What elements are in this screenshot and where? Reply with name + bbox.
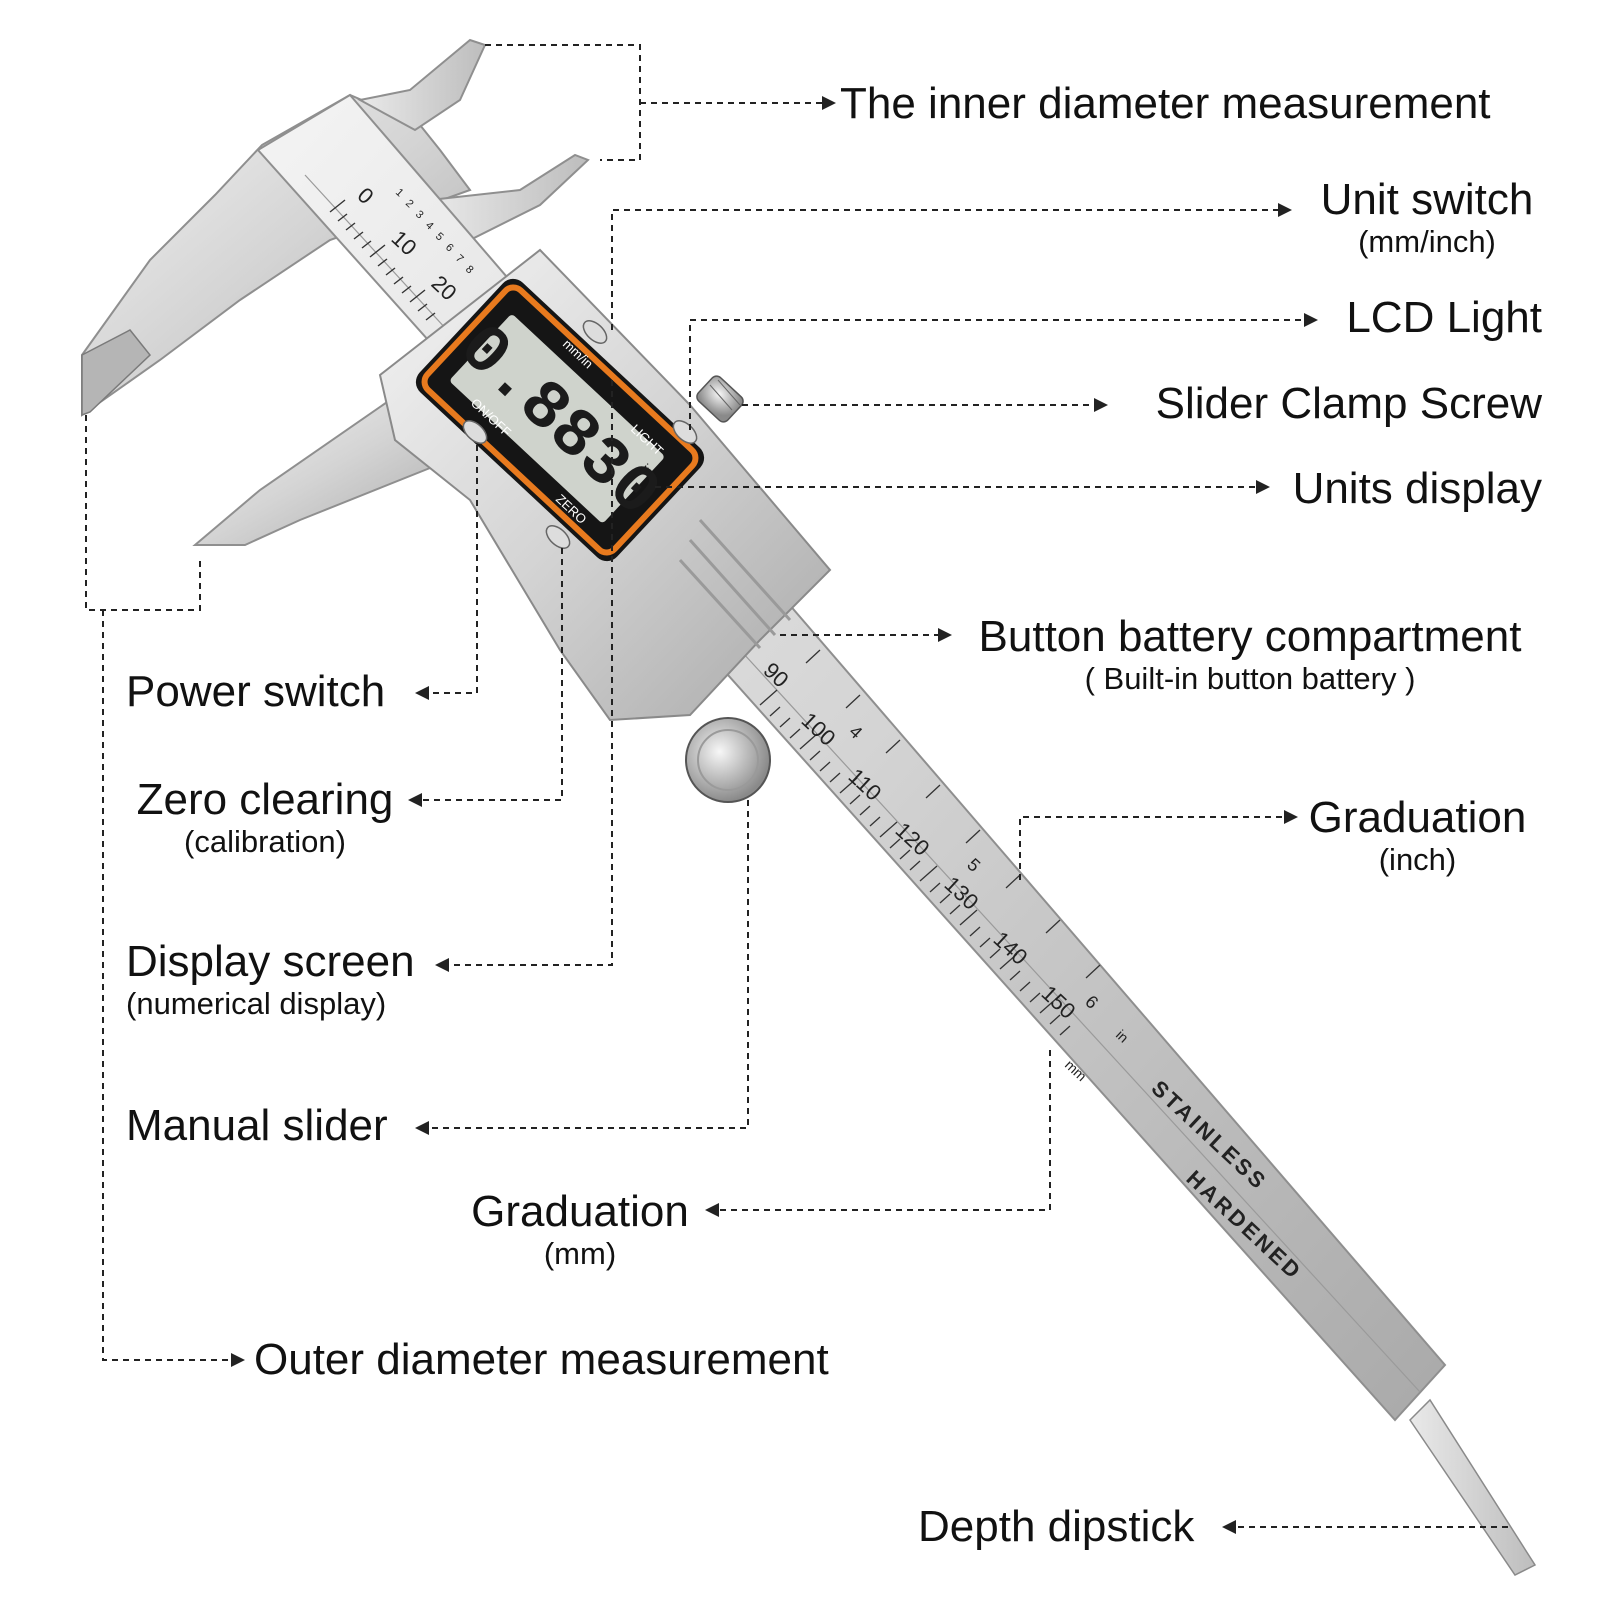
label-units-display: Units display [1292, 464, 1542, 513]
label-unit-switch-title: Unit switch [1320, 175, 1534, 224]
lcd-face [450, 315, 664, 523]
leader-arrowheads [231, 96, 1318, 1534]
label-graduation-mm-sub: (mm) [543, 1236, 617, 1271]
label-depth-dipstick: Depth dipstick [918, 1502, 1195, 1551]
label-display-title: Display screen [126, 937, 415, 986]
label-graduation-inch-title: Graduation [1308, 793, 1527, 842]
manual-slider-wheel[interactable] [685, 717, 771, 803]
label-battery-title: Button battery compartment [978, 612, 1522, 661]
label-graduation-mm: Graduation (mm) [460, 1187, 700, 1271]
label-battery-sub: ( Built-in button battery ) [1084, 661, 1416, 696]
battery-compartment [678, 518, 792, 650]
label-graduation-inch: Graduation (inch) [1290, 793, 1545, 877]
label-battery-compartment: Button battery compartment ( Built-in bu… [955, 612, 1545, 696]
label-display-sub: (numerical display) [126, 986, 387, 1021]
label-zero-title: Zero clearing [136, 775, 394, 824]
top-scale-ticks [329, 199, 436, 321]
lcd-accent-border [421, 284, 699, 556]
label-lcd-light: LCD Light [1346, 293, 1542, 342]
label-zero-clearing: Zero clearing (calibration) [120, 775, 410, 859]
label-zero-sub: (calibration) [184, 824, 346, 859]
label-power-switch: Power switch [126, 667, 386, 716]
label-display-screen: Display screen (numerical display) [126, 937, 415, 1021]
label-inner-diameter: The inner diameter measurement [840, 79, 1491, 128]
outer-jaw-tip [81, 329, 152, 417]
label-graduation-inch-sub: (inch) [1378, 842, 1457, 877]
slider-clamp-screw[interactable] [694, 374, 745, 425]
label-unit-switch: Unit switch (mm/inch) [1312, 175, 1542, 259]
power-button[interactable] [459, 417, 490, 448]
label-graduation-mm-title: Graduation [471, 1187, 689, 1236]
label-outer-diameter: Outer diameter measurement [254, 1335, 829, 1384]
label-manual-slider: Manual slider [126, 1101, 388, 1150]
label-slider-clamp-screw: Slider Clamp Screw [1155, 379, 1542, 428]
depth-rod [1409, 1398, 1537, 1576]
label-unit-switch-sub: (mm/inch) [1358, 224, 1496, 259]
leader-lines [85, 44, 1508, 1528]
zero-button[interactable] [542, 522, 573, 553]
unit-switch-button[interactable] [579, 317, 610, 348]
inch-scale-ticks [805, 649, 1101, 979]
mm-scale-ticks [759, 689, 1071, 1036]
